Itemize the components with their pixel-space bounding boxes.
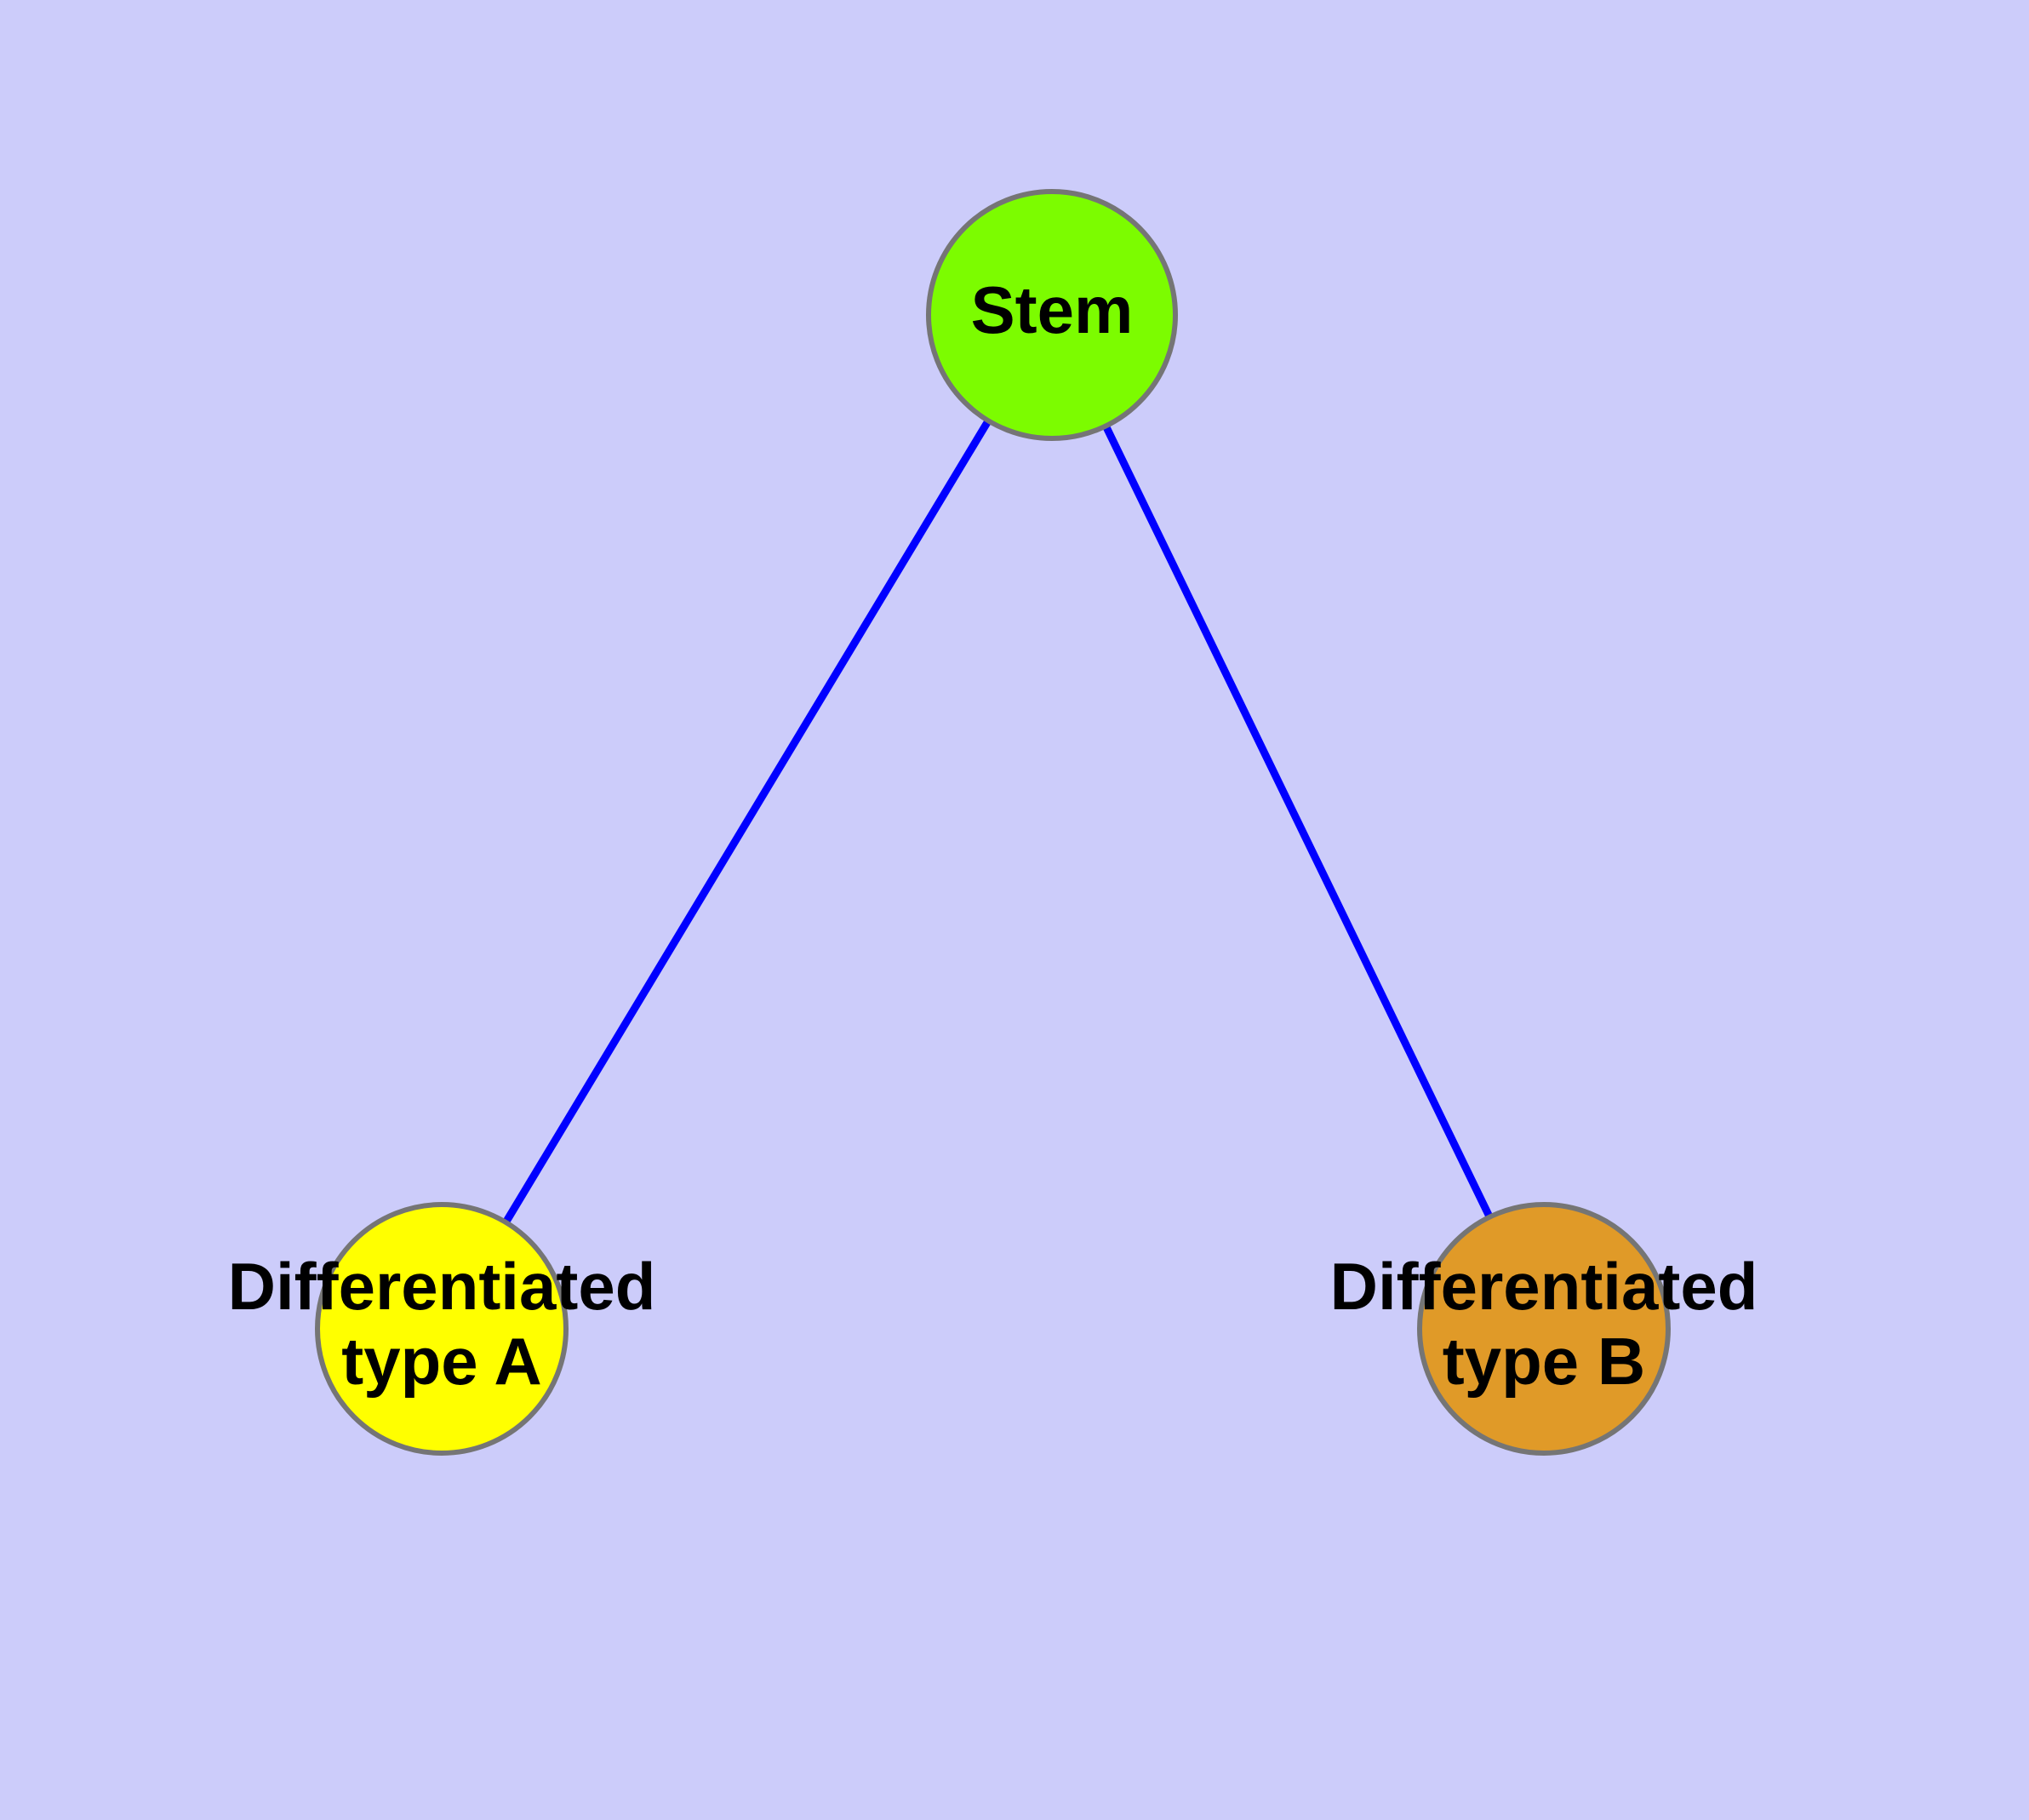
- node-diff_b[interactable]: [1417, 1202, 1671, 1456]
- node-diff_a[interactable]: [315, 1202, 569, 1456]
- edge-stem-diff-a[interactable]: [501, 417, 993, 1226]
- edge-layer: [501, 417, 1495, 1226]
- node-label-line: Differentiated: [1330, 1249, 1758, 1324]
- node-layer: [315, 189, 1671, 1456]
- node-label-line: Differentiated: [228, 1249, 656, 1324]
- edge-stem-diff-b[interactable]: [1101, 422, 1495, 1221]
- node-label-line: Stem: [971, 272, 1134, 347]
- node-label-stem: Stem: [971, 272, 1134, 347]
- node-stem[interactable]: [926, 189, 1178, 441]
- node-label-line: type A: [341, 1324, 542, 1399]
- node-label-line: type B: [1443, 1324, 1645, 1399]
